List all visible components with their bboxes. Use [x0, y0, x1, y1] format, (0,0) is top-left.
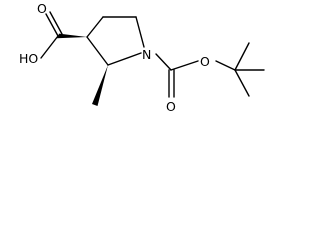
bond-c2-c3	[86, 36, 109, 66]
pyrrolidine-ring	[86, 16, 145, 66]
bond-carboxyl-c-oh	[40, 35, 59, 59]
chemical-structure-diagram: HO O N O O	[19, 1, 265, 114]
bond-carbonyl-c-ester-o	[170, 60, 199, 71]
boc-group	[155, 42, 265, 98]
carboxylic-acid-group	[40, 11, 87, 59]
bond-n-c2	[107, 52, 142, 66]
atom-label-hydroxyl: HO	[19, 51, 38, 66]
atom-label-ring-nitrogen: N	[142, 47, 151, 62]
atom-label-carboxyl-oxygen: O	[37, 1, 47, 16]
wedge-bond-c2-methyl	[92, 65, 108, 106]
wedge-bond-c3-cooh	[57, 33, 87, 39]
bond-tbu-methyl-bottom	[234, 69, 250, 97]
bond-c5-n	[135, 16, 145, 48]
bond-tbu-methyl-top	[234, 42, 250, 71]
bond-ester-o-tbu-c	[215, 60, 236, 71]
atom-label-carbonyl-oxygen: O	[166, 99, 176, 114]
bond-n-carbonyl-c	[155, 53, 172, 71]
bond-carboxyl-c-o-double-a	[45, 13, 59, 37]
bond-carboxyl-c-o-double-b	[49, 11, 63, 35]
atom-labels: HO O N O O	[19, 1, 210, 114]
atom-label-ester-oxygen: O	[200, 54, 210, 69]
bond-c3-c4	[86, 16, 104, 38]
